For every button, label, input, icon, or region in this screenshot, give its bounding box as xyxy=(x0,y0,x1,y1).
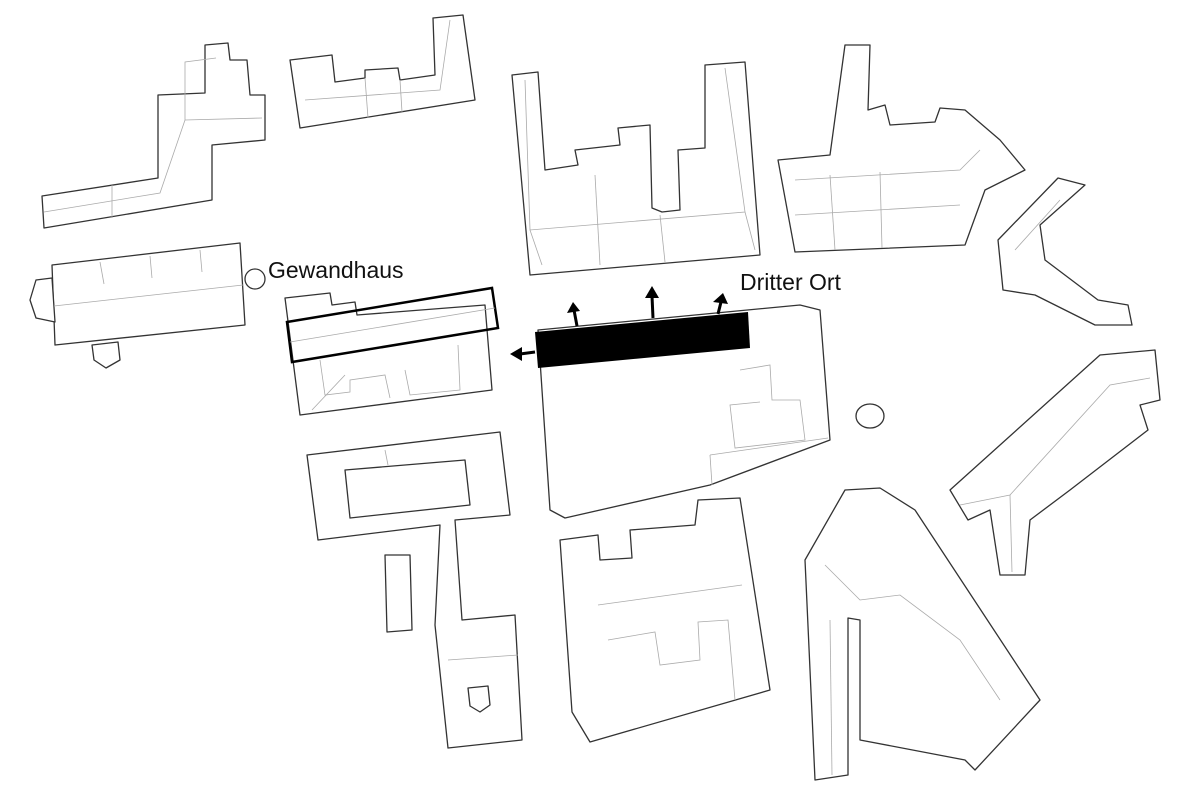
building-bottom-right xyxy=(804,487,1041,781)
building-far-right-top xyxy=(997,177,1133,326)
building-center-top xyxy=(511,61,761,276)
building-right-top xyxy=(777,44,1026,253)
gewandhaus-outline xyxy=(285,286,500,364)
building-right-l xyxy=(949,349,1161,576)
dritter-ort-building xyxy=(510,286,750,368)
building-gewandhaus-block xyxy=(284,292,493,416)
arrow-icon xyxy=(510,286,728,361)
building-small xyxy=(384,554,413,633)
building-top xyxy=(289,14,476,129)
gewandhaus-label: Gewandhaus xyxy=(268,257,404,283)
building-center-left xyxy=(306,431,523,749)
small-pavilion xyxy=(855,403,885,429)
building-top-left xyxy=(41,42,266,229)
building-bottom-center xyxy=(559,497,771,743)
building-church xyxy=(29,242,266,369)
dritter-ort-label: Dritter Ort xyxy=(740,269,842,295)
